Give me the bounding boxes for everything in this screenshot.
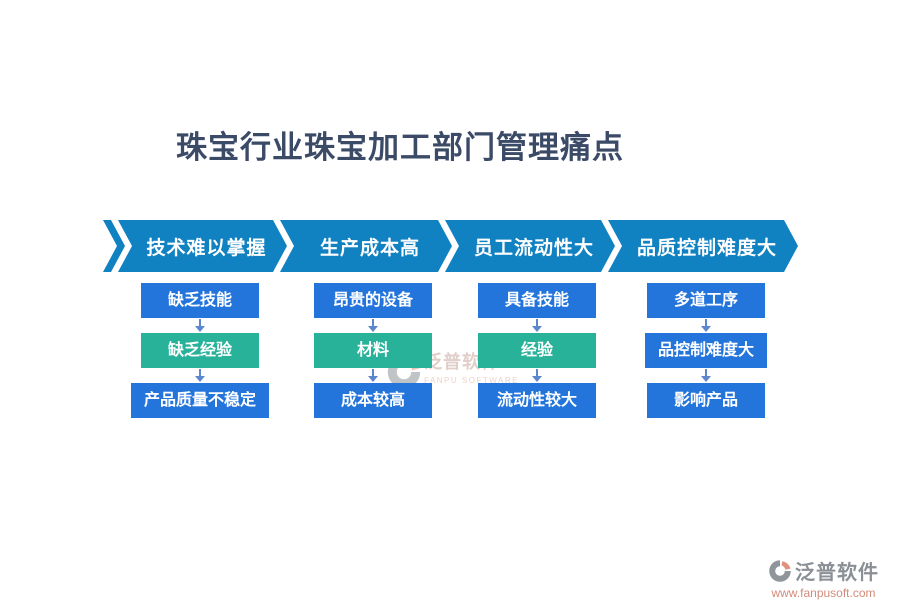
footer-watermark: 泛普软件 www.fanpusoft.com [768, 556, 879, 600]
flow-box: 缺乏经验 [141, 333, 259, 368]
page-title: 珠宝行业珠宝加工部门管理痛点 [176, 130, 624, 166]
banner-high-production-cost: 生产成本高 [280, 220, 452, 272]
down-arrow-icon [701, 368, 711, 383]
down-arrow-icon [368, 368, 378, 383]
column-cost: 昂贵的设备 材料 成本较高 [293, 283, 453, 418]
flow-box: 经验 [478, 333, 596, 368]
down-arrow-icon [195, 318, 205, 333]
flow-box: 产品质量不稳定 [130, 383, 269, 418]
down-arrow-icon [368, 318, 378, 333]
watermark-subtitle: FANPU SOFTWARE [424, 376, 519, 385]
flow-box: 品控制难度大 [644, 333, 767, 368]
banner-tech-hard-to-master: 技术难以掌握 [118, 220, 287, 272]
flow-box: 流动性较大 [478, 383, 596, 418]
banner-label: 员工流动性大 [473, 237, 594, 259]
banner-label: 生产成本高 [319, 237, 420, 259]
banner-quality-control-difficulty: 品质控制难度大 [608, 220, 798, 272]
down-arrow-icon [532, 318, 542, 333]
down-arrow-icon [701, 318, 711, 333]
fanpu-logo-icon [769, 559, 791, 582]
footer-brand-row: 泛普软件 [768, 556, 879, 585]
column-quality: 多道工序 品控制难度大 影响产品 [626, 283, 786, 418]
column-turnover: 具备技能 经验 流动性较大 [457, 283, 617, 418]
flow-box: 成本较高 [314, 383, 432, 418]
down-arrow-icon [195, 368, 205, 383]
banner-label: 技术难以掌握 [146, 237, 267, 259]
banner-high-employee-turnover: 员工流动性大 [445, 220, 615, 272]
footer-brand: 泛普软件 [795, 562, 879, 584]
flow-box: 材料 [314, 333, 432, 368]
column-tech: 缺乏技能 缺乏经验 产品质量不稳定 [120, 283, 280, 418]
flow-box: 多道工序 [647, 283, 765, 318]
footer-url: www.fanpusoft.com [771, 586, 876, 600]
flow-box: 影响产品 [647, 383, 765, 418]
flow-box: 昂贵的设备 [314, 283, 432, 318]
down-arrow-icon [532, 368, 542, 383]
flow-box: 缺乏技能 [141, 283, 259, 318]
chevron-band-icon [103, 220, 125, 272]
flow-box: 具备技能 [478, 283, 596, 318]
banner-label: 品质控制难度大 [636, 237, 777, 259]
